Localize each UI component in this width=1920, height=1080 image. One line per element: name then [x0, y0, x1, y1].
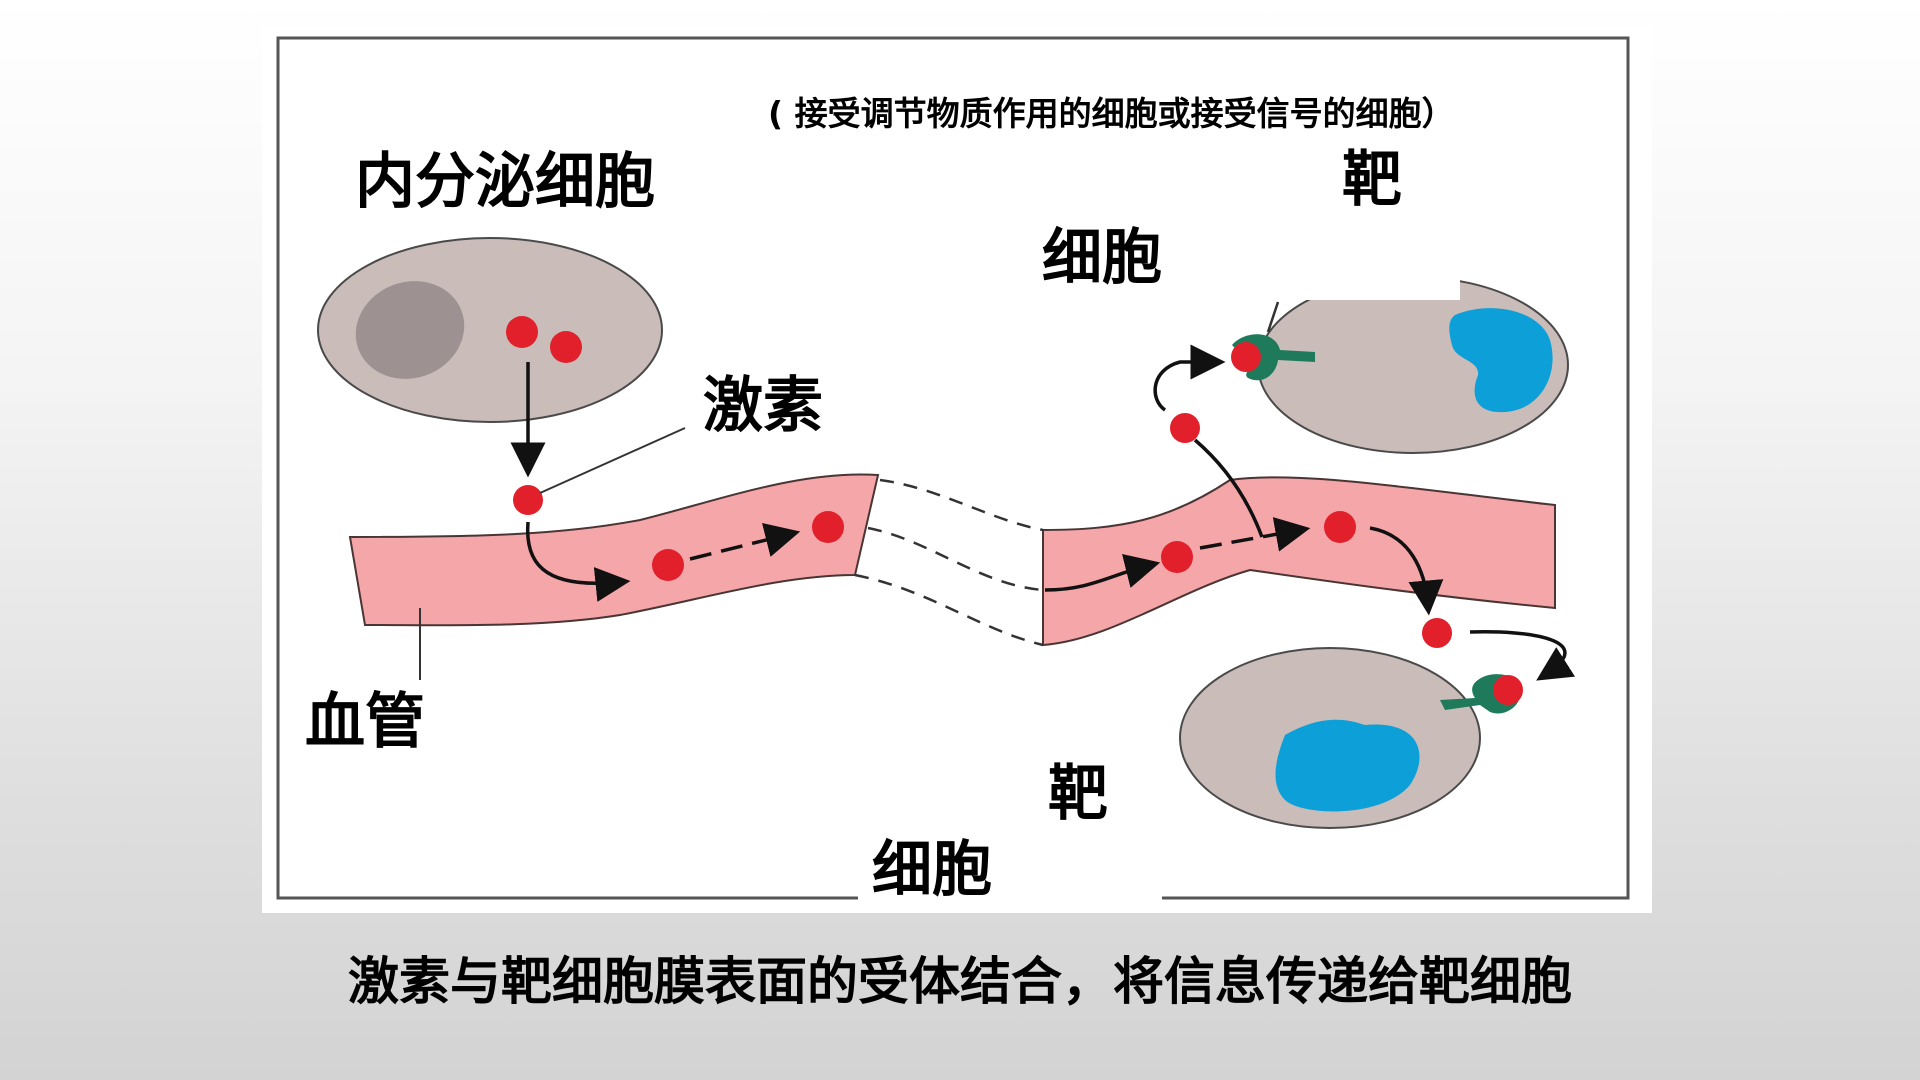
target-cell-bottom-label-line1: 靶	[1048, 759, 1108, 829]
hormone-molecule	[1161, 541, 1193, 573]
hormone-molecule	[513, 485, 543, 515]
target-cell-top-label-line2: 细胞	[1042, 223, 1162, 293]
flow-arrow	[1199, 517, 1311, 552]
hormone-molecule	[506, 316, 538, 348]
vessel-gap-mid	[867, 526, 1044, 592]
flow-arrow	[1469, 630, 1576, 681]
blood-vessel-right	[1042, 476, 1556, 647]
vessel-gap-bottom	[854, 573, 1044, 647]
hormone-bound-bottom	[1493, 675, 1523, 705]
hormone-molecule	[1422, 618, 1452, 648]
hormone-bound-top	[1231, 342, 1261, 372]
hormone-molecule	[652, 549, 684, 581]
vessel-gap-top	[879, 478, 1044, 532]
endocrine-cell-label: 内分泌细胞	[355, 147, 655, 217]
label-mask	[1046, 755, 1156, 835]
hormone-molecule	[1170, 413, 1200, 443]
blood-vessel-left	[348, 473, 880, 627]
hormone-molecule	[1324, 511, 1356, 543]
receptor-stem-top	[1266, 301, 1280, 333]
hormone-label: 激素	[703, 371, 823, 441]
flow-arrow	[1044, 553, 1161, 592]
flow-arrow	[1193, 438, 1264, 538]
hormone-molecule	[550, 331, 582, 363]
slide-caption: 激素与靶细胞膜表面的受体结合，将信息传递给靶细胞	[347, 953, 1572, 1012]
label-mask	[1300, 230, 1460, 300]
hormone-label-leader	[539, 427, 686, 494]
target-nucleus-bottom	[1275, 719, 1420, 812]
hormone-molecule	[812, 511, 844, 543]
flow-arrow	[689, 522, 801, 561]
flow-arrow	[1153, 344, 1226, 412]
label-mask	[1046, 230, 1170, 300]
blood-vessel-label: 血管	[305, 687, 425, 757]
endocrine-nucleus	[355, 281, 465, 379]
flow-arrow	[1369, 526, 1444, 616]
target-nucleus-top	[1449, 308, 1553, 413]
diagram-frame	[276, 36, 1630, 900]
target-cell-top-label-line1: 靶	[1342, 145, 1402, 215]
flow-arrow	[525, 521, 631, 602]
target-cell-definition-note: ( 接受调节物质作用的细胞或接受信号的细胞）	[768, 94, 1455, 133]
target-cell-bottom-label-line2: 细胞	[872, 835, 992, 905]
